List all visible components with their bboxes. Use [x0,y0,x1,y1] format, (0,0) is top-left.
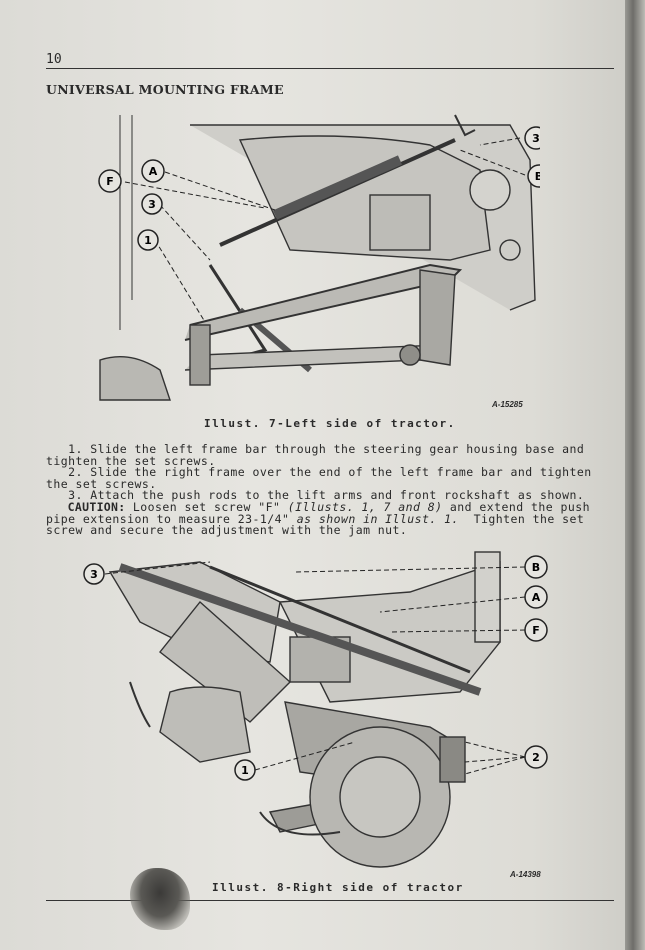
callout-b-label: B [535,170,540,183]
caution-line-1: CAUTION: Loosen set screw "F" (Illusts. … [46,499,606,514]
illus7-code: A-15285 [492,400,523,409]
callout-2-label: 2 [532,751,540,764]
page-binding-edge [625,0,645,950]
callout-a [141,159,165,183]
callout-f-label: F [532,624,540,637]
instructions: 1. Slide the left frame bar through the … [46,442,606,538]
caution-line-2-a: pipe extension to measure 23-1/4" [46,511,297,526]
callout-b [524,555,548,579]
caution-text-a: Loosen set screw "F" [125,499,288,514]
callout-f-label: F [106,175,114,188]
callout-1-label: 1 [241,764,249,777]
callout-f [524,618,548,642]
caution-ref: (Illusts. 1, 7 and 8) [287,499,443,514]
page-stain [130,868,190,930]
callout-a [524,585,548,609]
callout-b-label: B [532,561,540,574]
callout-1-label: 1 [144,234,152,247]
callout-2 [524,745,548,769]
callout-3 [524,126,540,150]
callout-f [98,169,122,193]
page-number: 10 [46,52,62,67]
step-2-line-1: 2. Slide the right frame over the end of… [46,465,592,480]
illus8-caption: Illust. 8-Right side of tractor [212,881,464,894]
callout-3 [83,563,105,585]
section-title: UNIVERSAL MOUNTING FRAME [46,82,284,97]
header-rule [46,68,614,69]
illus8-code: A-14398 [510,870,541,879]
illus7-caption: Illust. 7-Left side of tractor. [204,417,456,430]
step-1-line-2: tighten the set screws. [46,453,216,468]
callout-3-label: 3 [532,132,540,145]
callout-a-label: A [149,165,158,178]
caution-line-3: screw and secure the adjustment with the… [46,523,408,538]
callout-b [527,164,540,188]
caution-line-2-ref: as shown in Illust. 1. [296,511,459,526]
callout-1 [137,229,159,251]
callout-3-label: 3 [90,568,98,581]
footer-rule [46,900,614,901]
step-3-line-1: 3. Attach the push rods to the lift arms… [46,488,585,503]
caution-line-2-b: Tighten the set [458,511,585,526]
callout-1 [234,759,256,781]
caution-label: CAUTION: [46,499,126,514]
callout-3b-label: 3 [148,198,156,211]
callout-a-label: A [532,591,541,604]
illustration-right-side-of-tractor: 3 B A F 1 2 [83,551,548,868]
step-1-line-1: 1. Slide the left frame bar through the … [46,442,585,456]
illustration-left-side-of-tractor: 3 B A F 3 1 [98,114,540,401]
caution-text-b: and extend the push [442,499,591,514]
caution-line-2: pipe extension to measure 23-1/4" as sho… [46,511,606,526]
step-2-line-2: the set screws. [46,476,157,491]
callout-3b [141,193,163,215]
